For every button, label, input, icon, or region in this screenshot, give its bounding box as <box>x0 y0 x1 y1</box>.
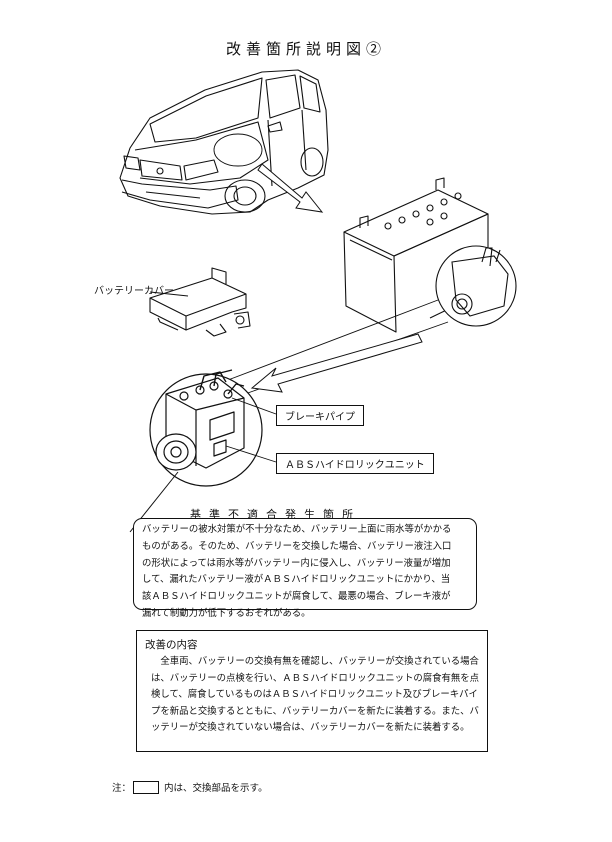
issue-line: バッテリーの被水対策が不十分なため、バッテリー上面に雨水等がかかる <box>142 524 452 535</box>
issue-line: 漏れて制動力が低下するおそれがある。 <box>142 607 311 619</box>
page-title: 改善箇所説明図② <box>225 40 386 58</box>
replacement-part-legend-box <box>133 780 160 794</box>
footnote-prefix: 注： <box>112 783 132 794</box>
issue-description-box: バッテリーの被水対策が不十分なため、バッテリー上面に雨水等がかかる ものがある。… <box>133 518 477 619</box>
issue-line: して、漏れたバッテリー液がＡＢＳハイドロリックユニットにかかり、当 <box>142 574 451 586</box>
abs-zoom-circle-small <box>435 245 517 327</box>
brake-pipe-label: ブレーキパイプ <box>276 405 364 426</box>
pointer-arrow-car-to-battery <box>257 163 324 213</box>
abs-unit-detail <box>149 369 263 487</box>
battery-cover-leader <box>149 291 189 297</box>
abs-unit-label: ＡＢＳハイドロリックユニット <box>276 453 434 474</box>
fix-heading: 改善の内容 <box>145 639 198 651</box>
battery-cover-illustration <box>149 267 251 337</box>
issue-line: の形状によっては雨水等がバッテリー内に侵入し、バッテリー液量が増加 <box>142 557 451 569</box>
brake-pipe-leader <box>231 397 277 415</box>
issue-line: 該ＡＢＳハイドロリックユニットが腐食して、最悪の場合、ブレーキ液が <box>142 591 451 603</box>
issue-heading: 基準不適合発生箇所 <box>190 508 361 521</box>
footnote-text: 内は、交換部品を示す。 <box>164 783 268 794</box>
abs-unit-leader <box>225 445 277 463</box>
pointer-arrow-battery-to-abs <box>250 333 423 393</box>
footnote: 注： 内は、交換部品を示す。 <box>112 780 268 794</box>
issue-line: ものがある。そのため、バッテリーを交換した場合、バッテリー液注入口 <box>142 540 452 552</box>
fix-description-box: 改善の内容 全車両、バッテリーの交換有無を確認し、バッテリーが交換されている場合… <box>136 630 488 752</box>
car-illustration <box>119 69 329 215</box>
battery-cover-label: バッテリーカバー <box>94 286 174 297</box>
fix-body: 全車両、バッテリーの交換有無を確認し、バッテリーが交換されている場合は、バッテリ… <box>151 656 479 734</box>
